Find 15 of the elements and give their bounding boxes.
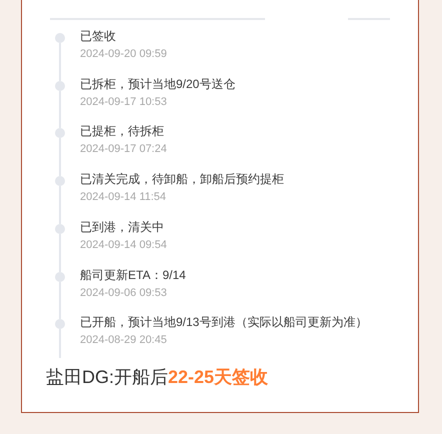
status-text: 已开船，预计当地9/13号到港（实际以船司更新为准） bbox=[80, 314, 368, 330]
status-text: 已签收 bbox=[80, 28, 116, 44]
timestamp: 2024-09-17 07:24 bbox=[80, 142, 167, 156]
status-text: 船司更新ETA：9/14 bbox=[80, 267, 186, 283]
status-text: 已到港，清关中 bbox=[80, 219, 164, 235]
status-text: 已拆柜，预计当地9/20号送仓 bbox=[80, 76, 236, 92]
timestamp: 2024-09-14 09:54 bbox=[80, 238, 167, 252]
status-text: 已清关完成，待卸船，卸船后预约提柜 bbox=[80, 171, 284, 187]
timestamp: 2024-09-14 11:54 bbox=[80, 190, 166, 204]
timestamp: 2024-09-17 10:53 bbox=[80, 95, 167, 109]
timestamp: 2024-09-06 09:53 bbox=[80, 286, 167, 300]
summary-note: 盐田DG:开船后22-25天签收 bbox=[46, 366, 268, 389]
status-text: 已提柜，待拆柜 bbox=[80, 123, 164, 139]
timestamp: 2024-08-29 20:45 bbox=[80, 333, 167, 347]
timestamp: 2024-09-20 09:59 bbox=[80, 47, 167, 61]
